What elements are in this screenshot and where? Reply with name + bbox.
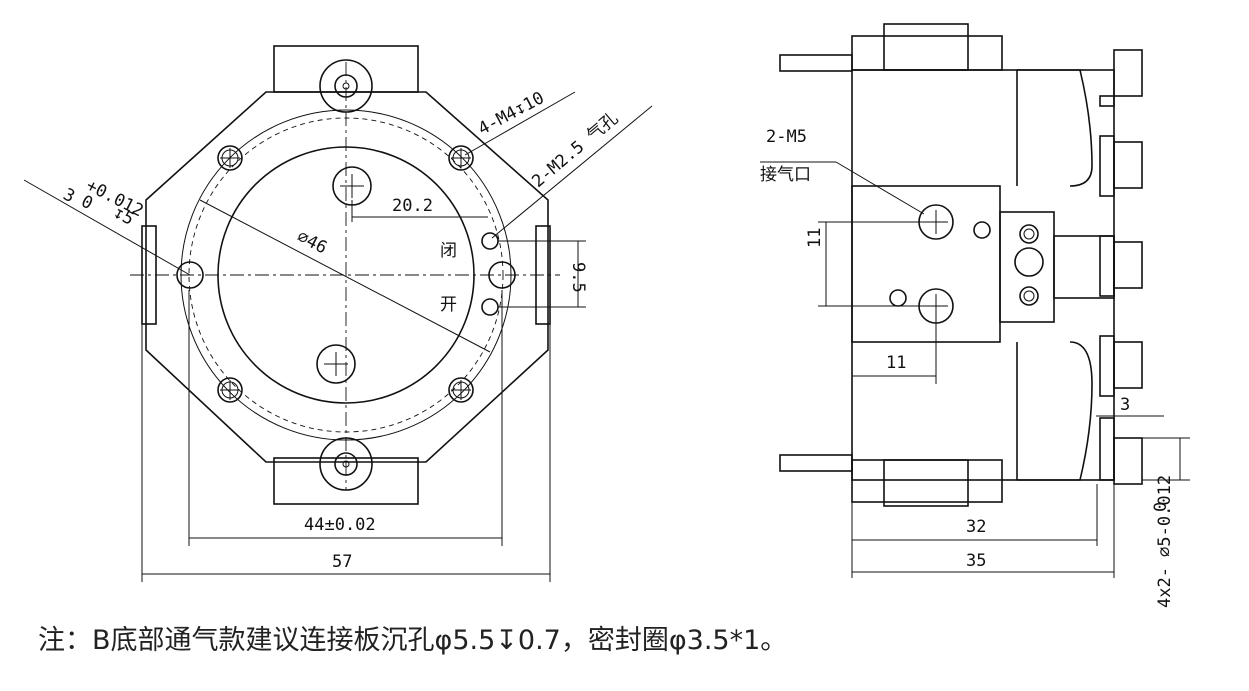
bottom-hole xyxy=(319,437,373,491)
top-hole xyxy=(319,59,373,113)
jaw-bottom-inner xyxy=(883,459,969,507)
dim-pin-tol-upper: 0 xyxy=(1151,502,1171,512)
dim-pin-spec: 4x2- ⌀5-0.012 xyxy=(1155,475,1175,608)
bore-hole-lower xyxy=(316,344,356,384)
pin-hole-left xyxy=(176,261,204,289)
bore-hole-upper xyxy=(332,166,372,206)
piston-block xyxy=(851,185,1001,343)
dim-pin-width: 3 xyxy=(1120,395,1130,415)
jaw-top xyxy=(851,35,1003,71)
dim-port-vertical: 11 xyxy=(805,228,825,248)
cam-bottom xyxy=(1017,341,1093,481)
diameter-leader xyxy=(199,199,491,353)
dim-inner: 44±0.02 xyxy=(304,515,376,535)
label-pin: 3 xyxy=(60,185,78,207)
finger-bottom xyxy=(779,454,853,472)
m4-leader xyxy=(464,91,576,156)
m4-hole-br xyxy=(448,377,474,403)
m4-hole-tl xyxy=(217,145,243,171)
label-port-spec: 2-M5 xyxy=(766,127,807,147)
dim-body: 32 xyxy=(966,517,986,537)
dim-outer: 57 xyxy=(332,552,352,572)
label-port-name: 接气口 xyxy=(760,165,811,185)
label-air-holes: 2-M2.5 气孔 xyxy=(528,109,622,192)
m4-hole-bl xyxy=(217,377,243,403)
dim-offset: 20.2 xyxy=(392,196,433,216)
slider-neck xyxy=(1053,235,1115,299)
air-port-open xyxy=(481,298,499,316)
side-pins xyxy=(1099,49,1143,485)
jaw-bottom xyxy=(851,459,1003,503)
cam-top xyxy=(1017,69,1093,187)
m4-hole-tr xyxy=(448,145,474,171)
dim-diameter: ⌀46 xyxy=(294,227,330,259)
dim-spacing: 9.5 xyxy=(568,262,588,293)
dim-port-horizontal: 11 xyxy=(886,353,906,373)
pin-leader xyxy=(23,179,191,276)
label-pin-tol-lower: 0 xyxy=(78,192,96,214)
jaw-top-inner xyxy=(883,23,969,71)
label-open: 开 xyxy=(440,295,457,315)
slider-center xyxy=(1014,247,1044,277)
drawing-note: 注：B底部通气款建议连接板沉孔φ5.5↧0.7，密封圈φ3.5*1。 xyxy=(38,625,788,656)
side-view: 2-M5 接气口 11 11 3 32 35 0 4x2- ⌀5-0.012 xyxy=(760,23,1190,608)
small-port-upper xyxy=(973,221,991,239)
side-body xyxy=(851,69,1115,481)
front-view: ⌀46 20.2 9.5 4-M4↧10 2-M2.5 气孔 +0.012 0 … xyxy=(23,45,653,582)
small-port-lower xyxy=(889,289,907,307)
port-leader xyxy=(835,161,925,215)
dim-total: 35 xyxy=(966,551,986,571)
label-close: 闭 xyxy=(440,241,457,261)
finger-top xyxy=(779,54,853,72)
air-leader xyxy=(491,105,653,239)
pin-hole-right xyxy=(488,261,516,289)
bottom-tab xyxy=(273,457,419,505)
